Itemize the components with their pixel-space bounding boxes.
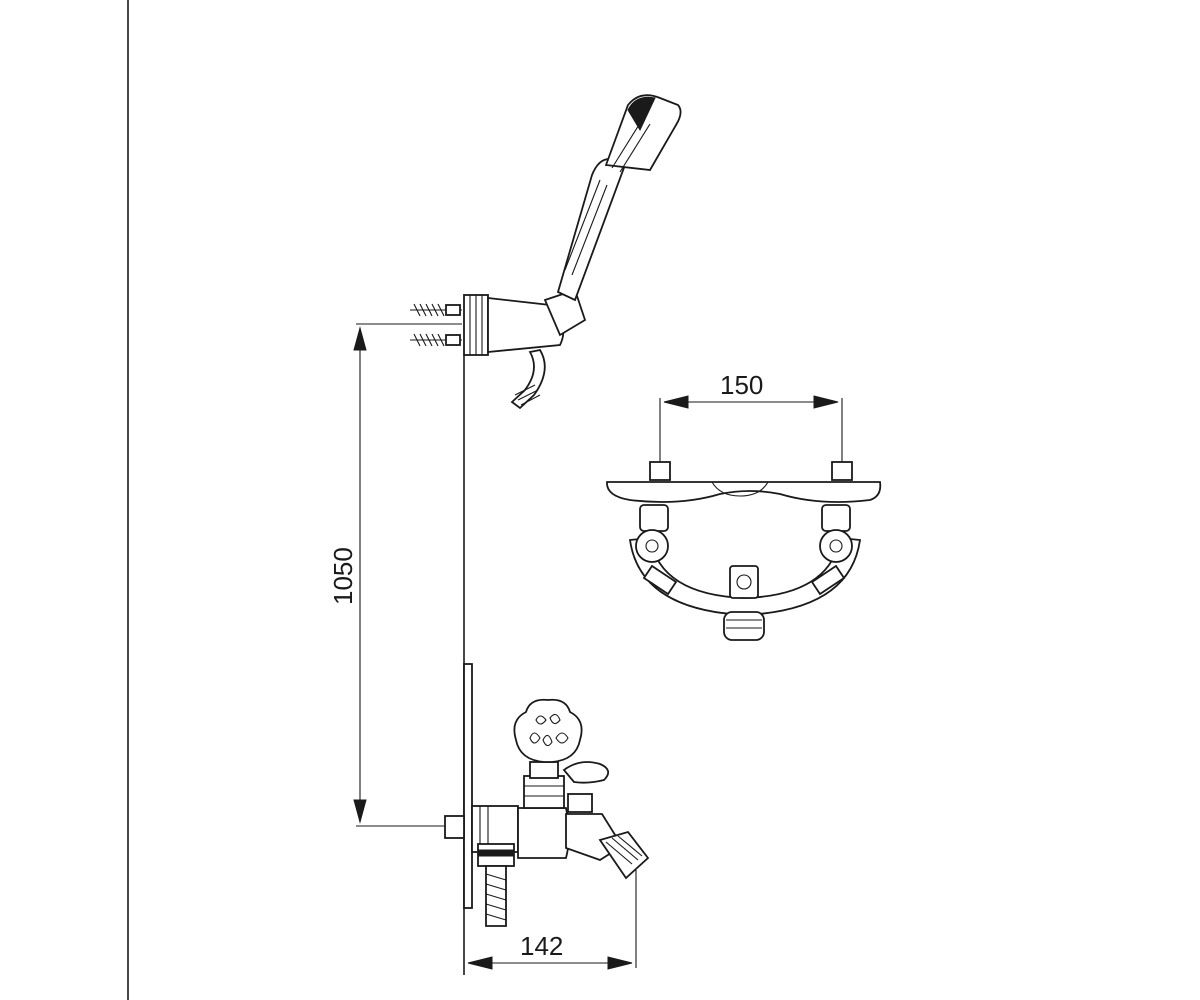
cover-plate-center (711, 481, 769, 497)
spout-connector-thread (605, 835, 643, 865)
wall-plug-top (410, 303, 462, 317)
dim-150-arrow-right (813, 395, 839, 409)
dim-label-150: 150 (720, 370, 763, 400)
coupling-right (810, 564, 846, 596)
holder-flange-knurl (469, 295, 483, 355)
center-outlet-hole (736, 574, 752, 590)
hand-shower-assembly (410, 94, 682, 410)
shower-handle (556, 158, 627, 302)
knob-left-center (645, 539, 659, 553)
eccentric-right (821, 504, 851, 532)
inlet-nipple-left (649, 461, 671, 481)
valve-bonnet (523, 775, 565, 809)
mixer-body-arc (628, 537, 862, 616)
diverter-lever (562, 761, 610, 784)
dim-arrow-top (353, 326, 367, 351)
valve-stem (529, 761, 559, 779)
diverter-nut (567, 793, 593, 813)
lower-hose-ribs (485, 873, 507, 921)
dim-label-1050: 1050 (328, 547, 358, 605)
dim-142-arrow-left (467, 956, 493, 970)
side-view-mixer (444, 663, 650, 927)
knob-right-center (829, 539, 843, 553)
lower-nut-band (477, 849, 515, 857)
center-outlet (729, 565, 759, 599)
dimension-shower-height: 1050 (328, 323, 462, 827)
spout-hose-connector (598, 830, 650, 880)
front-view-mixer: 150 (606, 370, 882, 641)
dim-arrow-bottom (353, 799, 367, 824)
dim-label-142: 142 (520, 931, 563, 961)
eccentric-left (639, 504, 669, 532)
coupling-left (642, 564, 678, 596)
handle-grip-lines (564, 179, 608, 276)
inlet-nub (444, 815, 465, 839)
decorative-handle (513, 698, 583, 763)
dimension-projection: 142 (467, 870, 637, 970)
hose-connector (510, 348, 546, 410)
lower-hose (485, 865, 507, 927)
dim-142-arrow-right (607, 956, 633, 970)
shower-head-detail (611, 119, 651, 173)
wall-plate (463, 663, 473, 909)
inlet-nipple-right (831, 461, 853, 481)
cover-plate (606, 481, 882, 503)
knob-left (635, 529, 669, 563)
valve-bonnet-lines (524, 785, 564, 797)
shower-head (604, 94, 682, 171)
knob-right (819, 529, 853, 563)
shower-head-face (627, 96, 656, 132)
dim-150-arrow-left (663, 395, 689, 409)
bottom-hose-connector (723, 611, 765, 641)
valve-body (517, 807, 570, 859)
hose-ribs (514, 384, 541, 406)
bottom-connector-thread (726, 619, 762, 629)
wall-plug-bottom (410, 333, 462, 347)
handle-ornament (529, 713, 569, 747)
